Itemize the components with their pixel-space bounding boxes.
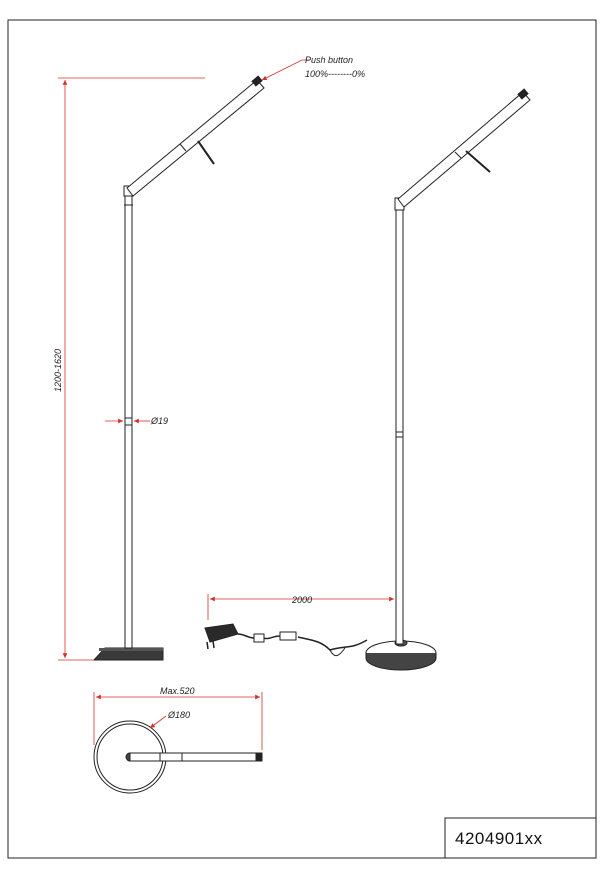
cable-length-label: 2000 bbox=[291, 595, 312, 605]
max-reach-label: Max.520 bbox=[160, 686, 195, 696]
base-diameter-leader bbox=[149, 715, 167, 729]
height-range-label: 1200-1620 bbox=[53, 349, 63, 392]
base-diameter-label: Ø180 bbox=[167, 710, 190, 720]
arm-top-view bbox=[129, 752, 263, 762]
lamp-perspective-view bbox=[204, 88, 531, 671]
dimension-lines bbox=[58, 59, 394, 750]
inline-connector bbox=[279, 631, 297, 641]
lamp-front-view bbox=[92, 75, 265, 661]
lamp-arm-perspective bbox=[397, 91, 531, 208]
power-adapter-icon bbox=[204, 623, 239, 643]
power-cable bbox=[297, 636, 368, 651]
pole-diameter-label: Ø19 bbox=[150, 416, 168, 426]
lamp-pole-perspective bbox=[395, 203, 404, 645]
drawing-frame bbox=[7, 19, 597, 859]
lamp-top-view bbox=[93, 720, 263, 794]
push-button-leader bbox=[261, 59, 310, 81]
model-number: 4204901xx bbox=[455, 829, 543, 848]
lamp-arm bbox=[126, 79, 265, 197]
lamp-pole bbox=[124, 194, 133, 649]
dimmer-range-label: 100%--------0% bbox=[305, 69, 365, 79]
push-button-label: Push button bbox=[305, 55, 353, 65]
model-number-box bbox=[444, 817, 597, 859]
